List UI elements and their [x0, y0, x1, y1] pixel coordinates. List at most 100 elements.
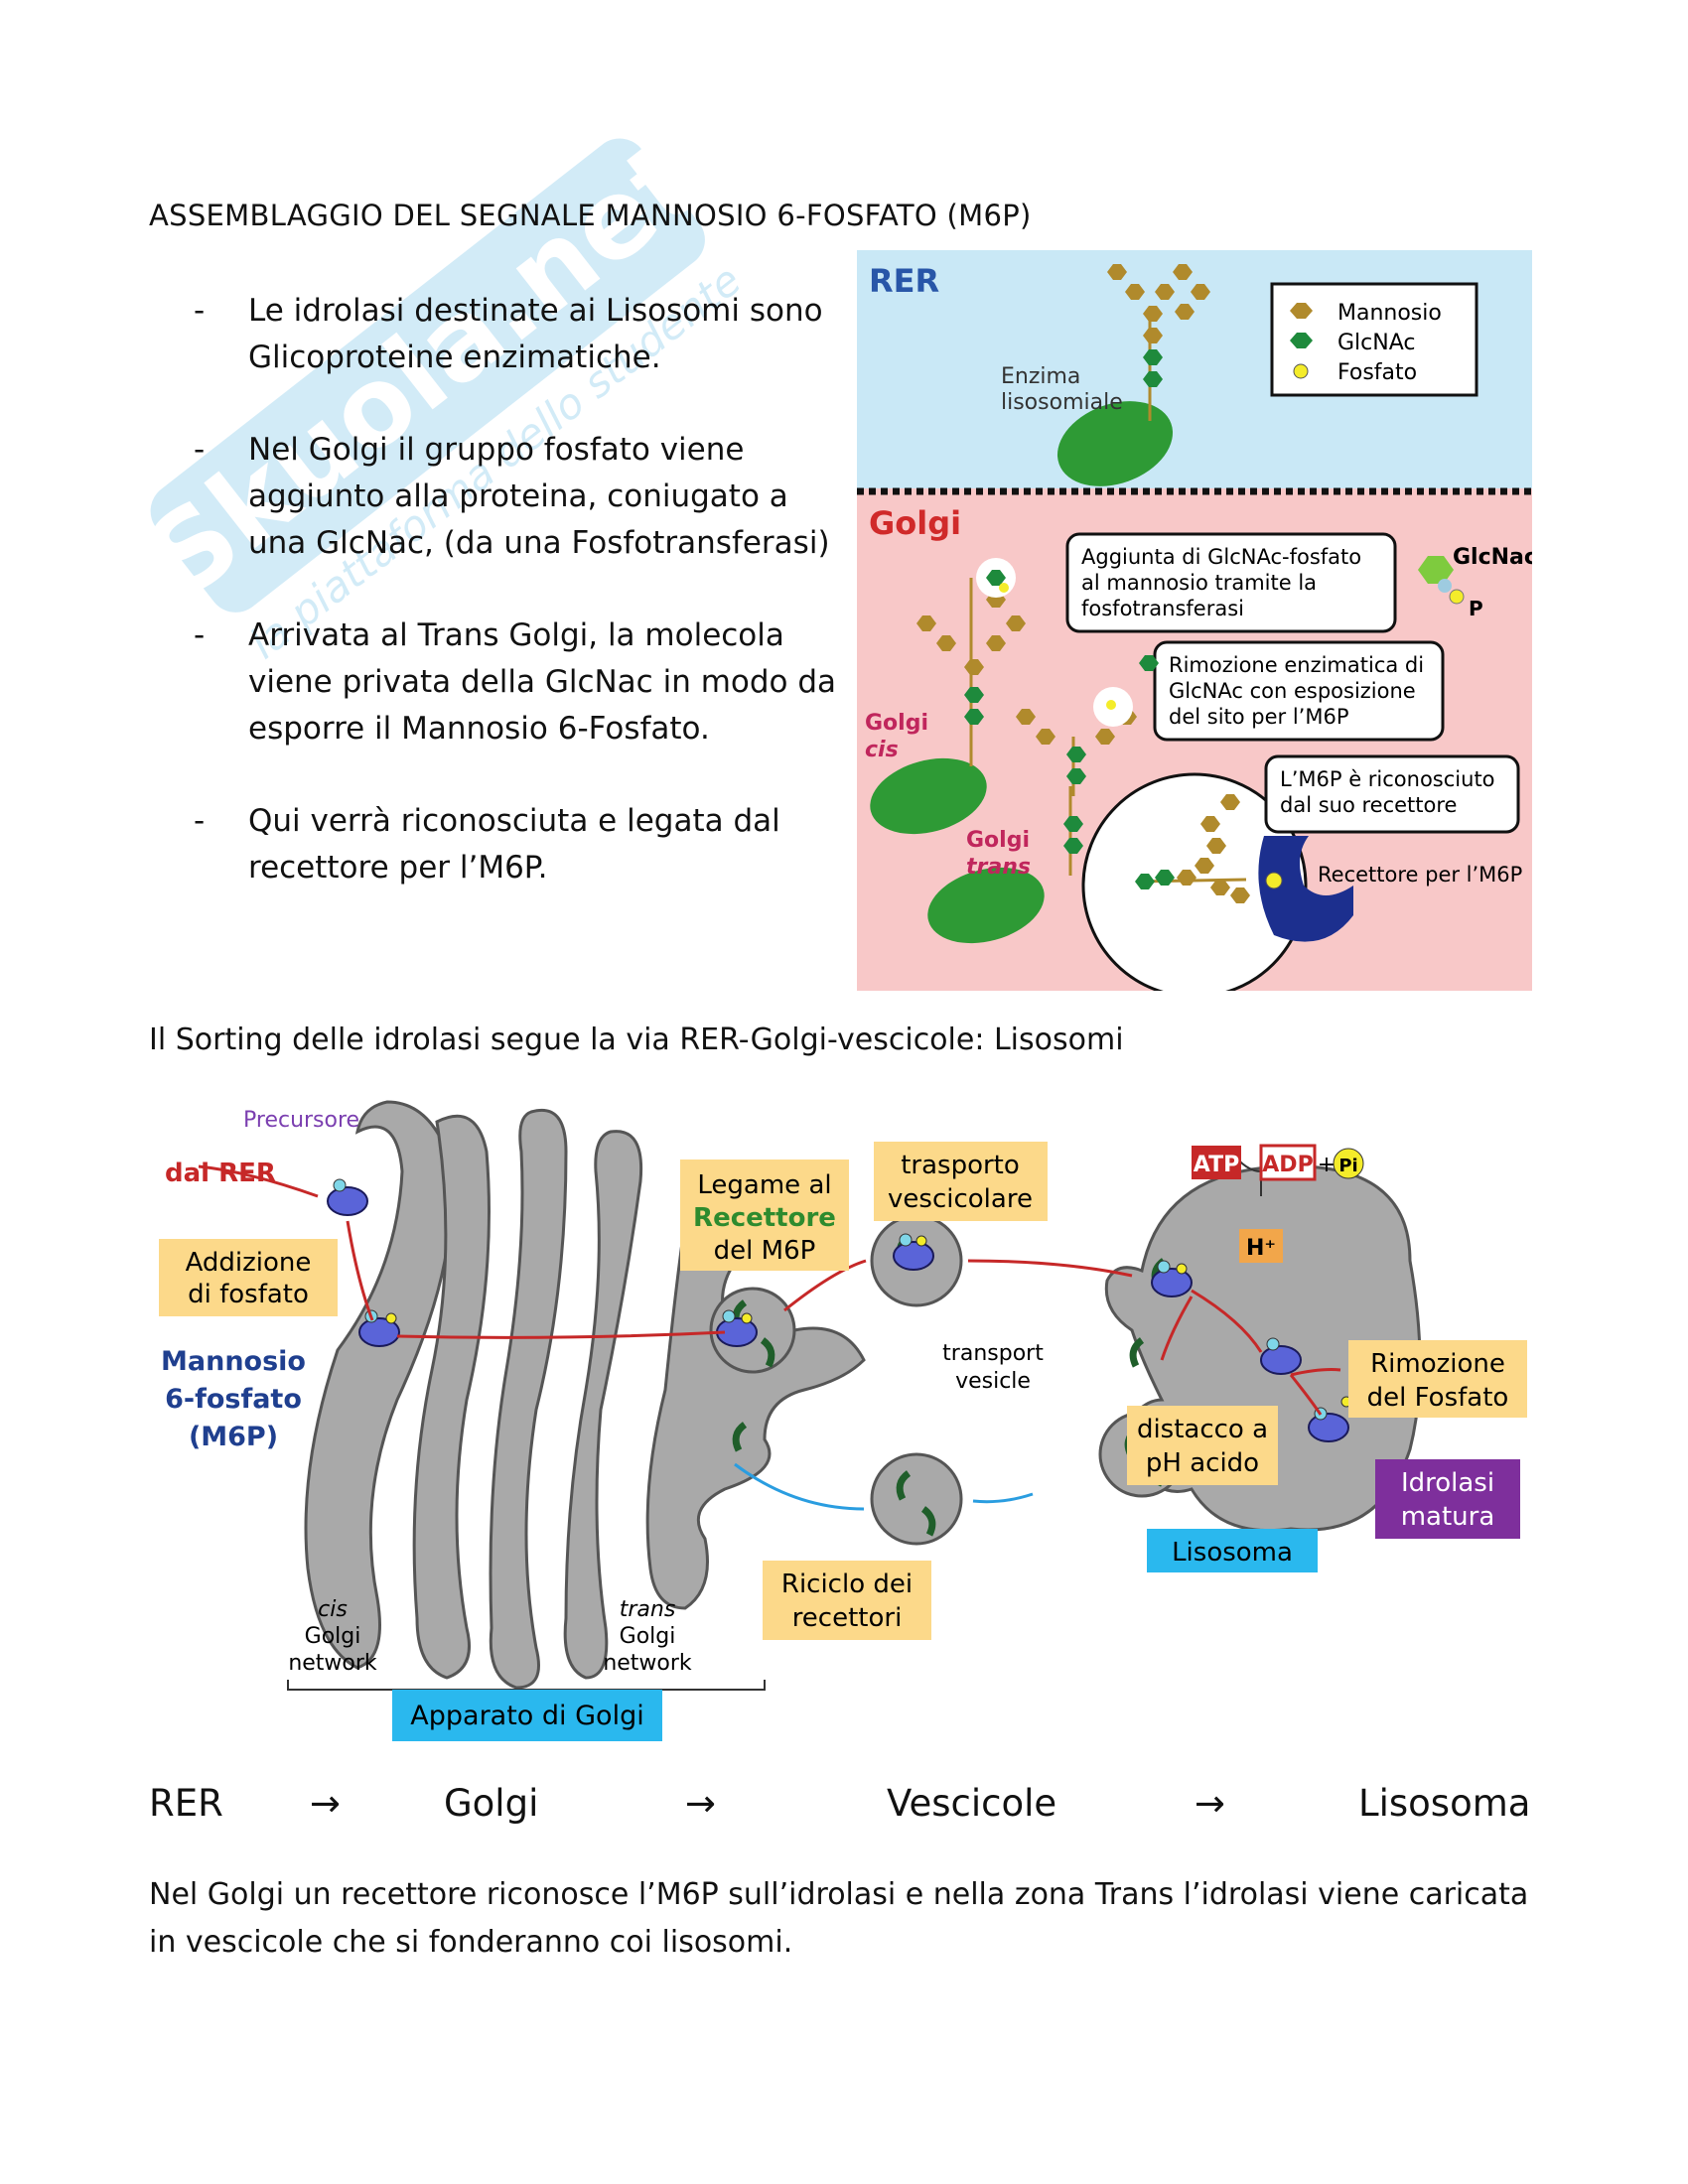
- svg-text:del sito per l’M6P: del sito per l’M6P: [1169, 705, 1349, 729]
- cis-enzyme: [870, 558, 1026, 835]
- sorting-pathway-figure: Precursore dal RER Addizione di fosfato …: [159, 1100, 1527, 1741]
- enzyme-label: Enzima: [1001, 364, 1080, 389]
- legame-label: Recettore: [693, 1203, 836, 1233]
- glcnac-released: [1139, 655, 1159, 671]
- glcnac-label: GlcNac: [1453, 545, 1532, 570]
- atp-box: [1192, 1146, 1241, 1179]
- transport-vesicle-label: vesicle: [955, 1369, 1031, 1394]
- trans-enzyme: [927, 786, 1083, 944]
- bullet-item: - Nel Golgi il gruppo fosfato viene aggiu…: [194, 427, 839, 567]
- atp-label: ATP: [1194, 1153, 1239, 1177]
- bullet-item: - Qui verrà riconosciuta e legata dal rec…: [194, 798, 839, 891]
- callout-remove-glcnac: Rimozione enzimatica di GlcNAc con espos…: [1153, 640, 1445, 742]
- adp-label: ADP: [1262, 1153, 1313, 1177]
- zoom-circle: [1081, 772, 1353, 991]
- trans-golgi-label: trans: [620, 1597, 676, 1622]
- golgi-cis-label: cis: [865, 738, 899, 762]
- transport-vesicle-label: transport: [942, 1341, 1044, 1366]
- legame-box: [680, 1160, 849, 1271]
- riciclo-label: Riciclo dei: [781, 1570, 913, 1599]
- m6p-label: Mannosio: [161, 1346, 306, 1377]
- svg-text:fosfotransferasi: fosfotransferasi: [1081, 597, 1244, 620]
- golgi-stack: [304, 1100, 866, 1690]
- adp-box: [1259, 1144, 1317, 1181]
- glcnac-p-icon: [1418, 556, 1465, 605]
- idrolasi-box: [1375, 1459, 1520, 1539]
- golgi-trans-label: trans: [966, 855, 1031, 880]
- trans-golgi-label: Golgi: [620, 1624, 676, 1649]
- section-heading: ASSEMBLAGGIO DEL SEGNALE MANNOSIO 6-FOSF…: [149, 199, 1032, 232]
- phosphate-icon: [1293, 363, 1309, 379]
- bullet-marker: -: [194, 617, 206, 653]
- flow-arrow: →: [310, 1782, 342, 1825]
- rimozione-box: [1348, 1340, 1527, 1418]
- bullet-text: Qui verrà riconosciuta e legata dal rece…: [248, 803, 780, 886]
- hplus-label: H⁺: [1246, 1236, 1276, 1261]
- glcnac-icon: [1290, 333, 1313, 348]
- golgi-cis-label: Golgi: [865, 711, 928, 736]
- lisosoma-label: Lisosoma: [1172, 1538, 1293, 1568]
- addizione-label: Addizione: [186, 1248, 312, 1278]
- svg-text:Rimozione enzimatica di: Rimozione enzimatica di: [1169, 653, 1424, 677]
- m6p-label: (M6P): [189, 1422, 278, 1452]
- callout-add-glcnac: Aggiunta di GlcNAc-fosfato al mannosio t…: [1065, 532, 1397, 633]
- mannose-icon: [1290, 303, 1313, 319]
- cis-golgi-label: cis: [318, 1597, 348, 1622]
- rimozione-label: Rimozione: [1370, 1349, 1505, 1379]
- legame-label: Legame al: [697, 1170, 831, 1200]
- closing-paragraph: Nel Golgi un recettore riconosce l’M6P s…: [149, 1877, 1529, 1960]
- bullet-text: Le idrolasi destinate ai Lisosomi sono G…: [248, 293, 823, 375]
- legend: Mannosio GlcNAc Fosfato: [1270, 282, 1478, 397]
- legend-mannose: Mannosio: [1337, 301, 1442, 326]
- bullet-item: -Le idrolasi destinate ai Lisosomi sono …: [194, 288, 839, 381]
- section2-title: Il Sorting delle idrolasi segue la via R…: [149, 1023, 1124, 1057]
- bullet-marker: -: [194, 803, 206, 839]
- legend-phosphate: Fosfato: [1337, 360, 1417, 385]
- pi-circle: [1333, 1148, 1364, 1179]
- red-arrows: [198, 1164, 1341, 1416]
- precursore-label: Precursore: [243, 1108, 359, 1133]
- addizione-box: [159, 1239, 338, 1316]
- flow-golgi: Golgi: [444, 1782, 539, 1825]
- lisosoma-box: [1147, 1529, 1318, 1572]
- svg-text:GlcNAc con esposizione: GlcNAc con esposizione: [1169, 679, 1416, 703]
- svg-text:al mannosio tramite la: al mannosio tramite la: [1081, 571, 1317, 595]
- flow-rer: RER: [149, 1782, 223, 1825]
- bullet-item: - Arrivata al Trans Golgi, la molecola vi…: [194, 613, 839, 752]
- riciclo-box: [763, 1561, 931, 1640]
- flow-vescicole: Vescicole: [887, 1782, 1057, 1825]
- callout-recognized: L’M6P è riconosciuto dal suo recettore: [1264, 754, 1520, 834]
- cis-golgi-label: network: [288, 1651, 377, 1676]
- bullet-text: Nel Golgi il gruppo fosfato viene aggiun…: [248, 432, 830, 561]
- svg-text:Aggiunta di GlcNAc-fosfato: Aggiunta di GlcNAc-fosfato: [1081, 545, 1361, 569]
- svg-text:dal suo recettore: dal suo recettore: [1280, 793, 1457, 817]
- rer-label: RER: [869, 262, 939, 300]
- legame-label: del M6P: [714, 1236, 816, 1266]
- legend-glcnac: GlcNAc: [1337, 331, 1415, 355]
- apparato-label: Apparato di Golgi: [410, 1701, 643, 1731]
- m6p-label: 6-fosfato: [165, 1384, 302, 1415]
- rer-enzyme: [1056, 264, 1210, 486]
- trasporto-label: vescicolare: [888, 1184, 1033, 1214]
- rimozione-label: del Fosfato: [1367, 1383, 1509, 1413]
- dal-rer-label: dal RER: [165, 1159, 276, 1188]
- trans-golgi-label: network: [603, 1651, 692, 1676]
- receptor-label: Recettore per l’M6P: [1318, 863, 1522, 887]
- p-label: P: [1469, 597, 1483, 620]
- flow-lisosoma: Lisosoma: [1358, 1782, 1531, 1825]
- enzyme-label: lisosomiale: [1001, 390, 1123, 415]
- hplus-box: [1239, 1229, 1283, 1263]
- golgi-label: Golgi: [869, 504, 961, 542]
- distacco-box: [1127, 1406, 1278, 1485]
- blue-arrows: [734, 1462, 1034, 1511]
- m6p-assembly-figure: RER Golgi Mannosio GlcNAc Fosfato Enzima…: [857, 250, 1532, 991]
- idrolasi-label: Idrolasi: [1401, 1468, 1494, 1498]
- flow-arrow: →: [1195, 1782, 1226, 1825]
- bullet-list: - Le idrolasi destinate ai Lisosomi sono …: [194, 288, 839, 937]
- distacco-label: pH acido: [1146, 1448, 1259, 1478]
- bullet-marker: -: [194, 432, 206, 468]
- middle-enzyme: [1016, 687, 1137, 796]
- plus-label: +: [1318, 1153, 1336, 1177]
- bullet-text: Arrivata al Trans Golgi, la molecola vie…: [248, 617, 837, 747]
- riciclo-label: recettori: [792, 1603, 903, 1633]
